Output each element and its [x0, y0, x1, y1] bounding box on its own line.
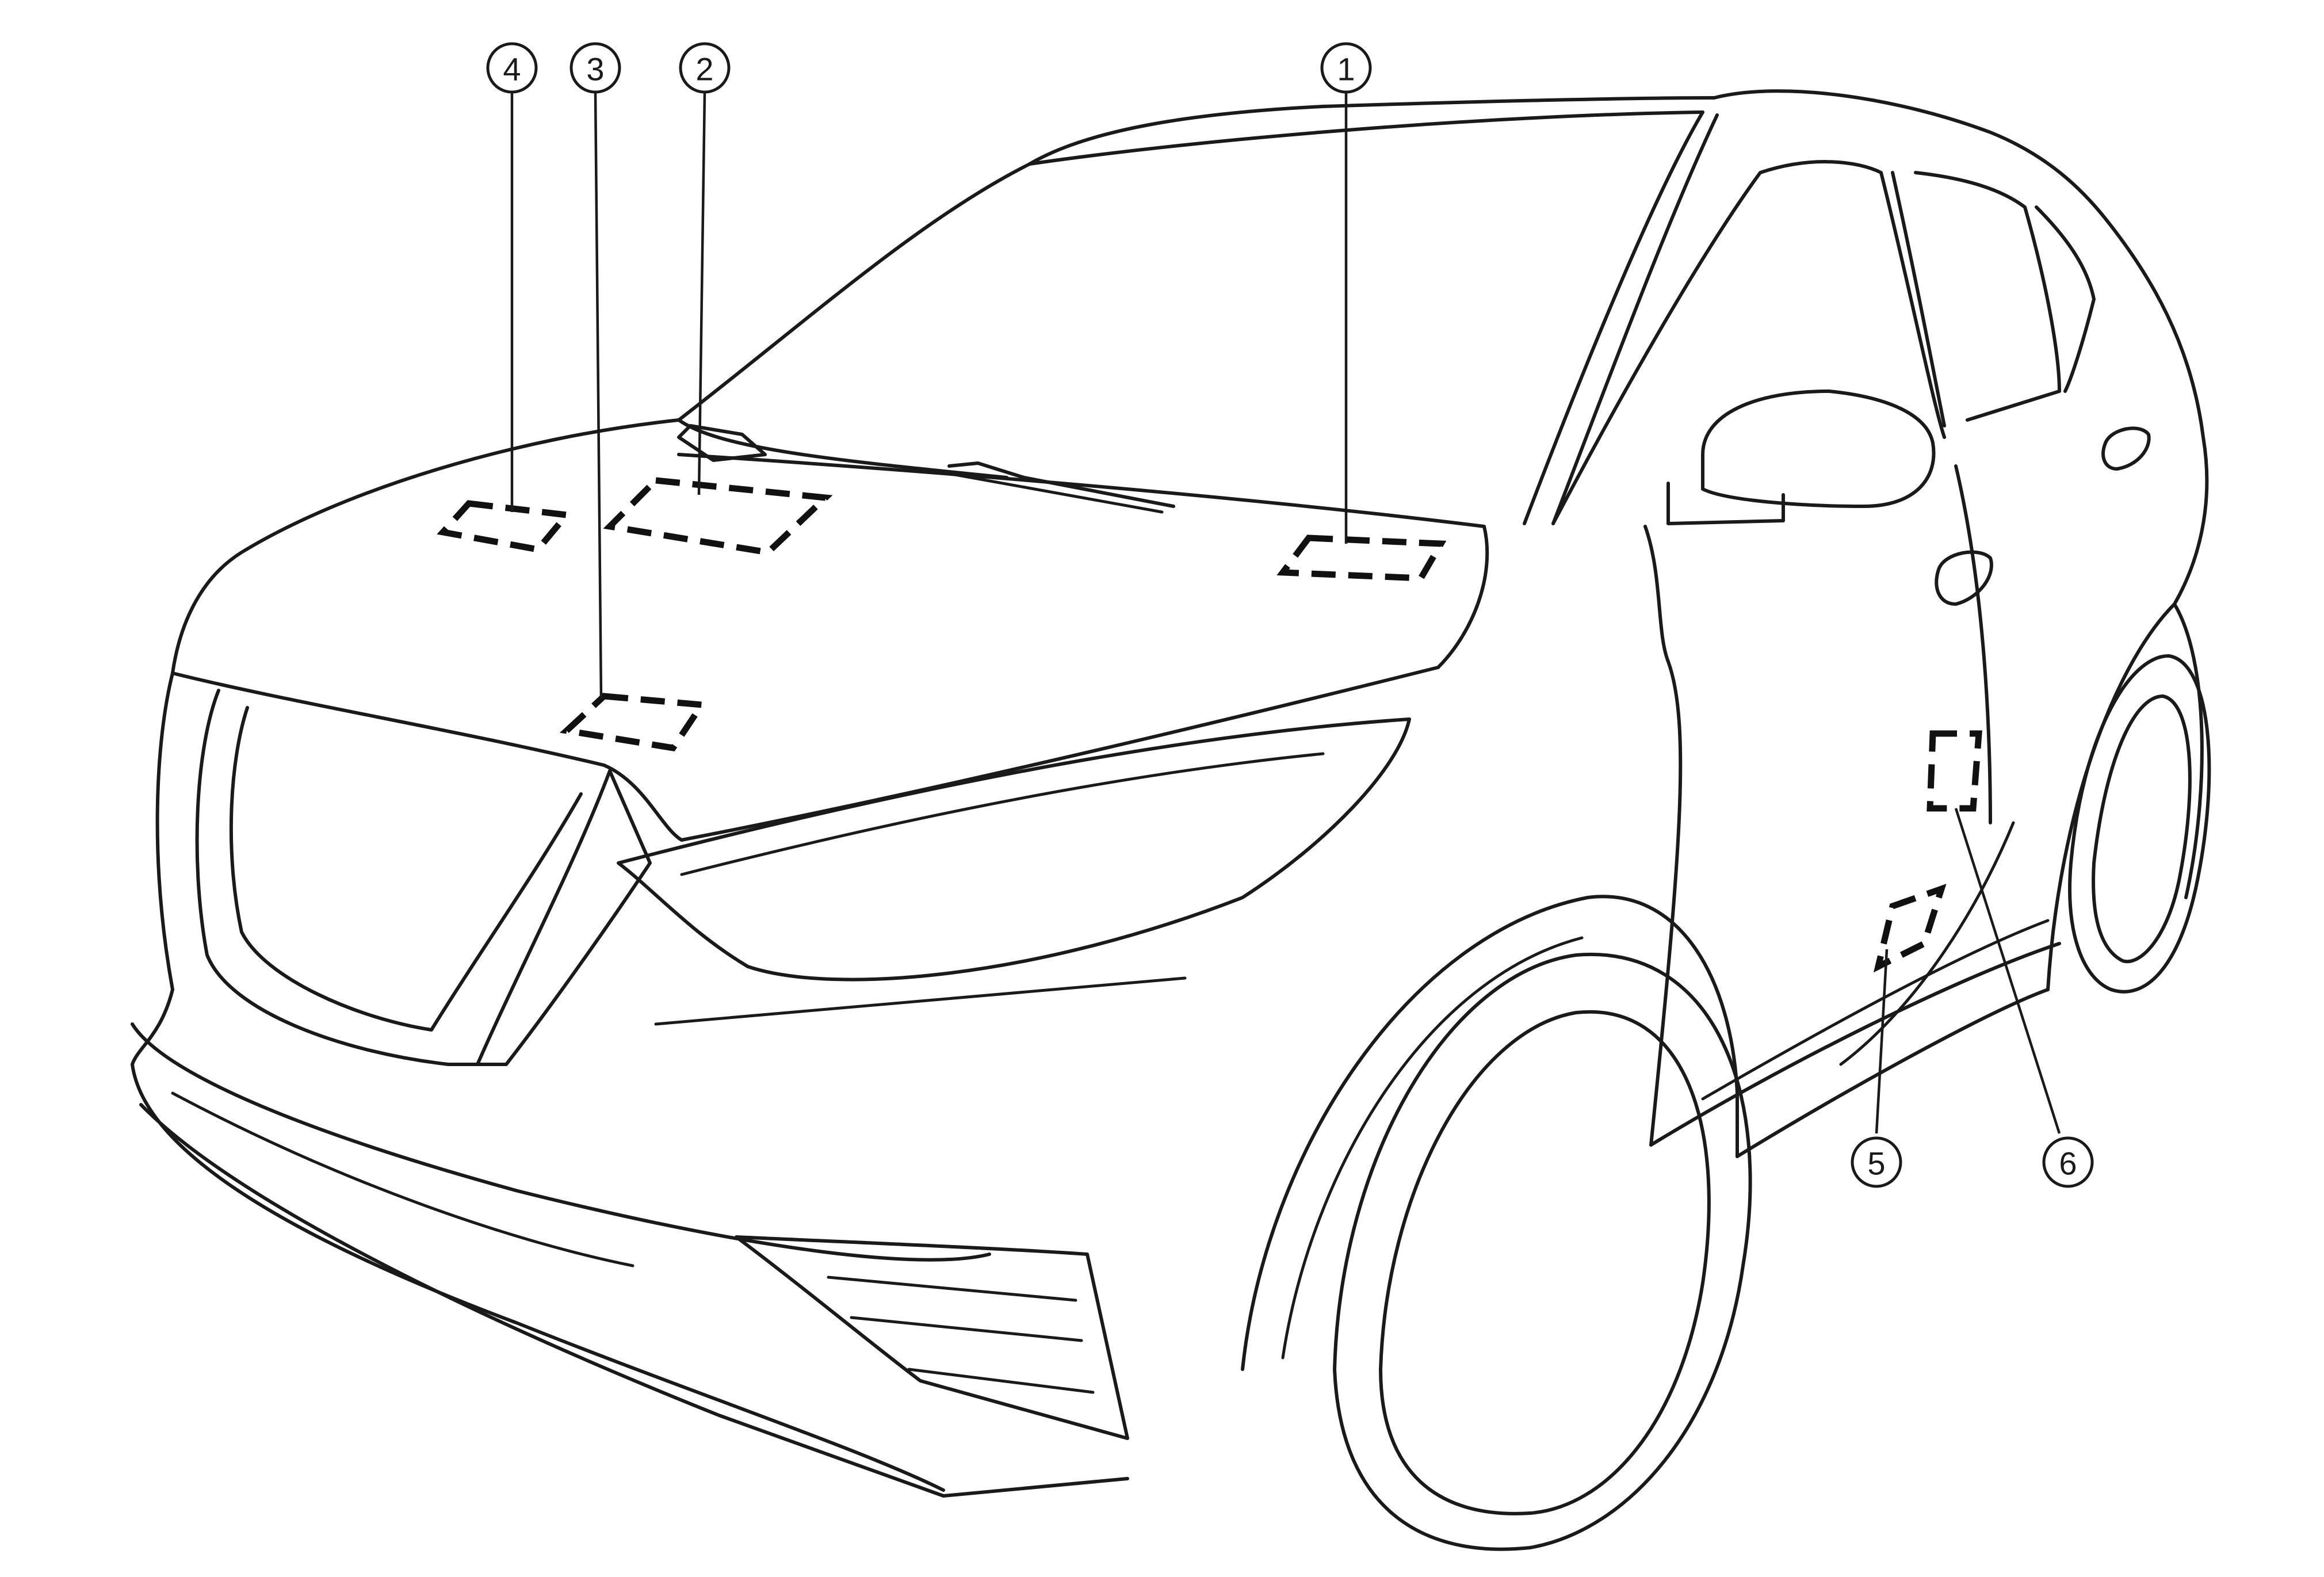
- hood-body-line: [680, 666, 1440, 842]
- fog-light-slat-3: [907, 1368, 1095, 1394]
- b-pillar: [1891, 171, 1946, 427]
- callout-circle: [1320, 42, 1372, 94]
- roof-rear: [1713, 89, 2107, 220]
- front-wheel-arch: [1241, 895, 1739, 1371]
- callout-6: 6: [2042, 1136, 2094, 1188]
- label-box-6: [1927, 730, 1982, 812]
- headlight-inner: [680, 752, 1325, 876]
- bumper-lower: [131, 1063, 945, 1492]
- hood-right-shoulder: [1436, 525, 1489, 669]
- leader-line-2: [697, 91, 706, 495]
- hood-edge-left: [171, 418, 681, 675]
- rear-tire-inner: [2092, 694, 2192, 964]
- label-box-1: [1276, 534, 1447, 582]
- grille-inner: [229, 706, 583, 1032]
- side-trim-upper: [1839, 821, 2015, 1066]
- door-rear-edge: [1954, 464, 1992, 824]
- vehicle-outline: [131, 89, 2211, 1551]
- wiper-blade: [953, 473, 1164, 514]
- front-tire-inner: [1379, 1010, 1711, 1515]
- bumper-lip: [139, 1103, 1129, 1498]
- windshield-top: [1028, 110, 1704, 166]
- a-pillar-right: [1523, 110, 1704, 525]
- callout-circle: [486, 42, 538, 94]
- windshield-bottom: [677, 418, 1008, 479]
- lower-grille-line: [171, 1091, 634, 1267]
- headlight-outer: [617, 717, 1411, 982]
- callout-number: 4: [503, 51, 521, 87]
- hood-rear-edge: [677, 453, 1486, 528]
- callout-4: 4: [486, 42, 538, 94]
- side-sill-top: [1649, 942, 2061, 1147]
- callout-number: 5: [1867, 1145, 1885, 1182]
- callout-circle: [679, 42, 731, 94]
- callout-circle: [1851, 1136, 1902, 1188]
- callout-3: 3: [569, 42, 621, 94]
- side-mirror: [1701, 390, 1936, 508]
- rear-quarter: [2104, 217, 2209, 606]
- fog-light-slat-2: [850, 1316, 1083, 1342]
- front-side-window: [1551, 160, 1946, 525]
- rear-tire-outer: [2068, 654, 2211, 994]
- rear-door-handle: [2101, 426, 2151, 471]
- hood-crease-right: [602, 763, 683, 842]
- label-box-3: [559, 693, 708, 751]
- callout-1: 1: [1320, 42, 1372, 94]
- bumper-side: [131, 988, 174, 1066]
- quarter-window: [2035, 205, 2096, 393]
- label-box-4: [437, 500, 573, 553]
- leader-lines: [510, 91, 2061, 1134]
- fog-light-slat-1: [827, 1276, 1077, 1302]
- callout-circle: [569, 42, 621, 94]
- bumper-upper: [131, 1022, 991, 1262]
- wiper-arm: [947, 461, 1175, 508]
- callout-2: 2: [679, 42, 731, 94]
- mirror-base: [1666, 482, 1785, 525]
- front-door-handle: [1935, 550, 1993, 606]
- callout-number: 6: [2059, 1145, 2077, 1182]
- callout-number: 2: [695, 51, 713, 87]
- fog-light-housing: [735, 1235, 1129, 1440]
- roof-edge: [1028, 96, 1716, 166]
- rear-side-window: [1914, 171, 2061, 422]
- callout-number: 3: [586, 51, 604, 87]
- label-box-2: [603, 477, 833, 556]
- front-door-leading-edge: [1643, 525, 1683, 1147]
- grille-chrome-v-right: [476, 769, 611, 1066]
- hood-front-edge: [171, 671, 606, 767]
- front-wheel-arch-inner: [1281, 936, 1584, 1360]
- side-sill-trim: [1701, 919, 2050, 1101]
- washer-nozzle: [677, 424, 767, 462]
- front-tire-outer: [1333, 952, 1752, 1551]
- rear-wheel-arch: [2046, 602, 2204, 991]
- grille-outer: [195, 689, 652, 1066]
- callout-5: 5: [1851, 1136, 1902, 1188]
- a-pillar-left: [677, 162, 1031, 422]
- grille-chrome-v-left: [155, 671, 174, 991]
- callout-number: 1: [1337, 51, 1355, 87]
- leader-line-5: [1875, 949, 1889, 1134]
- leader-line-3: [594, 91, 603, 700]
- fender-character-line: [654, 976, 1187, 1026]
- label-locations: [437, 477, 1982, 973]
- leader-line-6: [1954, 808, 2061, 1134]
- a-pillar-right-inner: [1551, 113, 1719, 525]
- callout-circle: [2042, 1136, 2094, 1188]
